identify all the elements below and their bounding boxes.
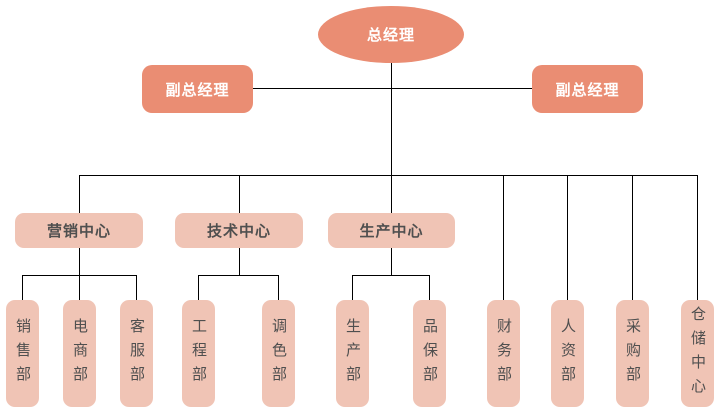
connector-drop-ecommerce bbox=[79, 275, 80, 300]
connector-drop-sales bbox=[22, 275, 23, 300]
technology-center-label: 技术中心 bbox=[206, 222, 271, 240]
dept-color-matching-label: 调色部 bbox=[270, 317, 288, 390]
node-general-manager[interactable]: 总经理 bbox=[318, 6, 464, 63]
connector-stem-production bbox=[391, 248, 392, 275]
connector-drop-color-matching bbox=[278, 275, 279, 300]
connector-drop-human-resources bbox=[567, 175, 568, 300]
node-dept-sales[interactable]: 销售部 bbox=[6, 300, 39, 407]
connector-sub-bus-technology bbox=[198, 275, 278, 276]
connector-stem-marketing bbox=[79, 248, 80, 275]
general-manager-label: 总经理 bbox=[366, 26, 415, 44]
connector-sub-bus-production bbox=[352, 275, 429, 276]
node-dept-color-matching[interactable]: 调色部 bbox=[262, 300, 295, 407]
dept-quality-assurance-label: 品保部 bbox=[421, 317, 439, 390]
node-dept-customer-service[interactable]: 客服部 bbox=[120, 300, 153, 407]
connector-deputy-right bbox=[391, 88, 532, 89]
node-dept-purchasing[interactable]: 采购部 bbox=[616, 300, 649, 407]
node-dept-engineering[interactable]: 工程部 bbox=[182, 300, 215, 407]
dept-customer-service-label: 客服部 bbox=[128, 317, 146, 390]
connector-drop-customer-service bbox=[136, 275, 137, 300]
connector-drop-engineering bbox=[198, 275, 199, 300]
connector-drop-production-dept bbox=[352, 275, 353, 300]
connector-trunk bbox=[391, 62, 392, 213]
node-dept-finance[interactable]: 财务部 bbox=[487, 300, 520, 407]
node-production-center[interactable]: 生产中心 bbox=[328, 213, 455, 248]
node-technology-center[interactable]: 技术中心 bbox=[175, 213, 303, 248]
dept-warehouse-center-label: 仓储中心 bbox=[689, 305, 707, 402]
production-center-label: 生产中心 bbox=[359, 222, 424, 240]
node-dept-quality-assurance[interactable]: 品保部 bbox=[413, 300, 446, 407]
dept-ecommerce-label: 电商部 bbox=[71, 317, 89, 390]
dept-purchasing-label: 采购部 bbox=[624, 317, 642, 390]
node-deputy-general-manager-left[interactable]: 副总经理 bbox=[142, 65, 253, 113]
connector-drop-finance bbox=[503, 175, 504, 300]
connector-deputy-left bbox=[253, 88, 391, 89]
deputy-left-label: 副总经理 bbox=[165, 80, 230, 99]
connector-drop-quality-assurance bbox=[429, 275, 430, 300]
node-dept-production[interactable]: 生产部 bbox=[336, 300, 369, 407]
connector-drop-warehouse-center bbox=[697, 175, 698, 300]
connector-drop-purchasing bbox=[632, 175, 633, 300]
connector-main-bus bbox=[79, 175, 698, 176]
node-dept-human-resources[interactable]: 人资部 bbox=[551, 300, 584, 407]
node-marketing-center[interactable]: 营销中心 bbox=[15, 213, 143, 248]
dept-production-label: 生产部 bbox=[344, 317, 362, 390]
node-dept-warehouse-center[interactable]: 仓储中心 bbox=[681, 300, 714, 407]
connector-stem-technology bbox=[239, 248, 240, 275]
node-dept-ecommerce[interactable]: 电商部 bbox=[63, 300, 96, 407]
dept-finance-label: 财务部 bbox=[495, 317, 513, 390]
deputy-right-label: 副总经理 bbox=[555, 80, 620, 99]
marketing-center-label: 营销中心 bbox=[46, 222, 111, 240]
dept-engineering-label: 工程部 bbox=[190, 317, 208, 390]
connector-drop-technology-center bbox=[239, 175, 240, 213]
node-deputy-general-manager-right[interactable]: 副总经理 bbox=[532, 65, 643, 113]
dept-human-resources-label: 人资部 bbox=[559, 317, 577, 390]
connector-drop-marketing-center bbox=[79, 175, 80, 213]
dept-sales-label: 销售部 bbox=[14, 317, 32, 390]
